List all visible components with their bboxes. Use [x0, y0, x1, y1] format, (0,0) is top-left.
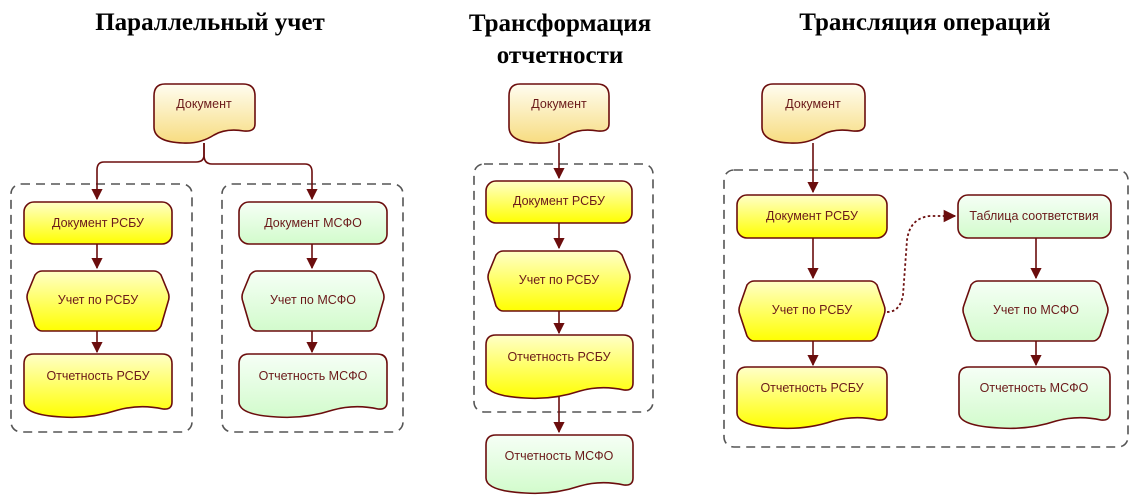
node-doc-rsbu[interactable]: Документ РСБУ	[23, 201, 173, 245]
node-label: Отчетность РСБУ	[760, 381, 863, 395]
node-label: Документ	[531, 97, 587, 111]
panel-report-transformation: Документ Документ РСБУ Учет по РСБУ Отче…	[473, 83, 654, 495]
panel-operations-translation: Документ Документ РСБУ Учет по РСБУ Отче…	[723, 83, 1129, 448]
node-rep-rsbu[interactable]: Отчетность РСБУ	[23, 353, 173, 419]
edge-document-to-doc-rsbu	[91, 143, 205, 201]
edge-translation-to-mapping-table	[886, 209, 957, 313]
node-acc-rsbu[interactable]: Учет по РСБУ	[26, 270, 170, 332]
node-document[interactable]: Документ	[508, 83, 610, 144]
node-label: Документ МСФО	[264, 216, 362, 230]
panel-title-parallel-accounting: Параллельный учет	[95, 9, 325, 36]
node-rep-rsbu[interactable]: Отчетность РСБУ	[485, 334, 634, 400]
group-rsbu	[473, 163, 654, 413]
node-rep-rsbu[interactable]: Отчетность РСБУ	[736, 366, 888, 430]
node-label: Учет по МСФО	[993, 303, 1079, 317]
node-label: Учет по МСФО	[270, 293, 356, 307]
node-label: Отчетность МСФО	[980, 381, 1089, 395]
node-acc-rsbu[interactable]: Учет по РСБУ	[487, 250, 631, 312]
node-mapping-table[interactable]: Таблица соответствия	[957, 194, 1112, 239]
node-label: Документ	[785, 97, 841, 111]
group-rsbu	[10, 183, 193, 433]
node-acc-rsbu[interactable]: Учет по РСБУ	[738, 280, 886, 342]
node-acc-msfo[interactable]: Учет по МСФО	[241, 270, 385, 332]
node-label: Документ РСБУ	[513, 194, 605, 208]
node-doc-rsbu[interactable]: Документ РСБУ	[485, 180, 633, 224]
node-document[interactable]: Документ	[761, 83, 866, 144]
node-doc-rsbu[interactable]: Документ РСБУ	[736, 194, 888, 239]
node-acc-msfo[interactable]: Учет по МСФО	[962, 280, 1109, 342]
group-translation	[723, 169, 1129, 448]
panel-parallel-accounting: Документ Документ РСБУ Учет по РСБУ Отче…	[10, 83, 404, 433]
node-label: Отчетность РСБУ	[46, 369, 149, 383]
node-label: Документ РСБУ	[766, 209, 858, 223]
node-document[interactable]: Документ	[153, 83, 256, 144]
node-label: Документ РСБУ	[52, 216, 144, 230]
panel-title-report-transformation: Трансформация отчетности	[468, 10, 652, 69]
node-label: Документ	[176, 97, 232, 111]
node-label: Отчетность РСБУ	[507, 350, 610, 364]
node-label: Отчетность МСФО	[259, 369, 368, 383]
node-label: Учет по РСБУ	[519, 273, 600, 287]
node-label: Учет по РСБУ	[58, 293, 139, 307]
node-rep-msfo[interactable]: Отчетность МСФО	[958, 366, 1111, 430]
node-label: Таблица соответствия	[969, 209, 1098, 223]
node-label: Учет по РСБУ	[772, 303, 853, 317]
node-rep-msfo[interactable]: Отчетность МСФО	[238, 353, 388, 419]
node-label: Отчетность МСФО	[505, 449, 614, 463]
node-doc-msfo[interactable]: Документ МСФО	[238, 201, 388, 245]
node-rep-msfo[interactable]: Отчетность МСФО	[485, 434, 634, 495]
panel-title-operations-translation: Трансляция операций	[799, 9, 1051, 36]
edge-document-to-doc-msfo	[203, 143, 318, 201]
